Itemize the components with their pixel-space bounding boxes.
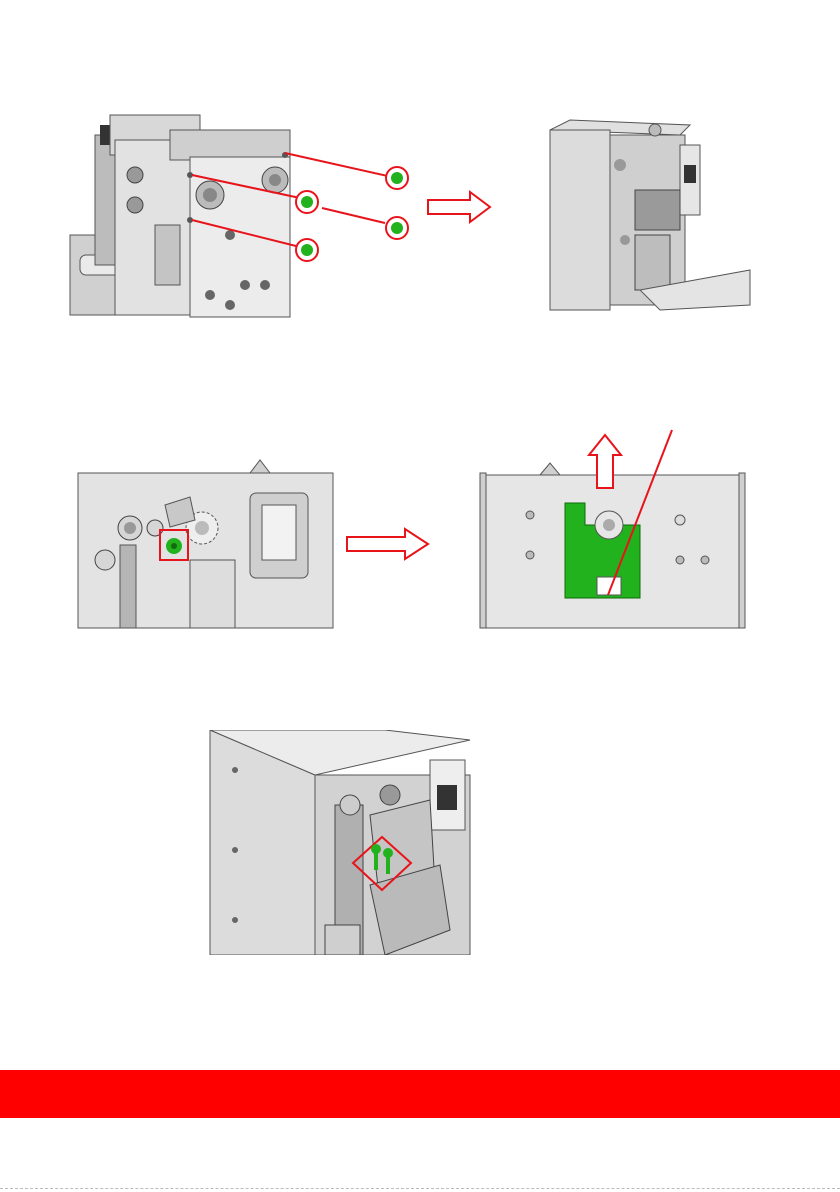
figure-step-3 <box>205 730 495 955</box>
arrow-right-icon <box>428 192 490 222</box>
figure-step-2 <box>60 425 780 635</box>
callout-screw-1 <box>386 167 408 189</box>
printer-mechanism-side-view <box>70 115 290 317</box>
footer-red-band <box>0 1070 840 1118</box>
callout-screw-2 <box>296 191 318 213</box>
arrow-right-icon <box>347 529 428 559</box>
mechanism-perspective-with-screws <box>210 730 470 955</box>
printer-mechanism-opened <box>550 120 750 310</box>
page-bottom-rule <box>0 1188 840 1190</box>
callout-screw-3 <box>386 217 408 239</box>
figure-step-1 <box>60 95 780 325</box>
front-panel-with-gear <box>78 460 333 628</box>
callout-screw-4 <box>296 239 318 261</box>
